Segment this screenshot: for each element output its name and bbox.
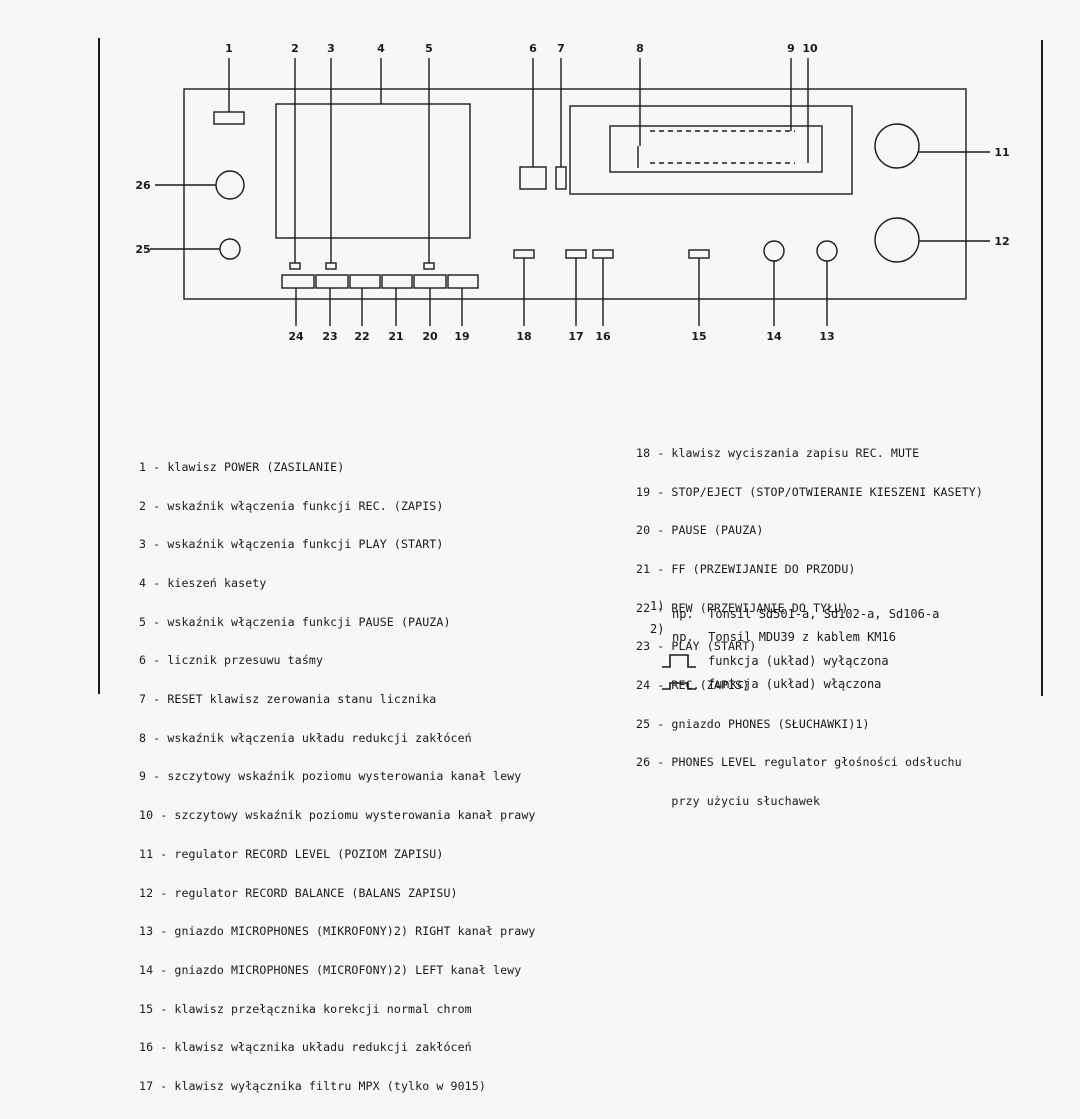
record-level-knob	[874, 123, 920, 169]
footnote-1-text: np. Tonsil Sd501-a, Sd102-a, Sd106-a	[672, 607, 940, 621]
key-on-symbol	[662, 682, 696, 690]
pause-key	[413, 274, 447, 289]
legend-item: 10 - szczytowy wskaźnik poziomu wysterow…	[139, 808, 536, 823]
legend-item: 6 - licznik przesuwu taśmy	[139, 653, 324, 668]
mpx-filter-key	[565, 249, 587, 259]
footnote-1-mark: 1)	[650, 599, 665, 613]
legend-right: 18 - klawisz wyciszania zapisu REC. MUTE…	[636, 421, 983, 834]
callout-16: 16	[595, 330, 611, 343]
callout-23: 23	[322, 330, 337, 343]
legend-item: 7 - RESET klawisz zerowania stanu liczni…	[139, 692, 437, 707]
legend-item: 9 - szczytowy wskaźnik poziomu wysterowa…	[139, 769, 522, 784]
rec-key	[281, 274, 315, 289]
legend-item: 21 - FF (PRZEWIJANIE DO PRZODU)	[636, 561, 856, 576]
phones-socket	[219, 238, 241, 260]
legend-item: 13 - gniazdo MICROPHONES (MIKROFONY)2) R…	[139, 924, 536, 939]
legend-item: 25 - gniazdo PHONES (SŁUCHAWKI)1)	[636, 716, 870, 731]
legend-item: 2 - wskaźnik włączenia funkcji REC. (ZAP…	[139, 498, 444, 513]
callout-24: 24	[288, 330, 304, 343]
legend-item: 19 - STOP/EJECT (STOP/OTWIERANIE KIESZEN…	[636, 484, 983, 499]
legend-item: 14 - gniazdo MICROPHONES (MICROFONY)2) L…	[139, 962, 522, 977]
cassette-compartment	[275, 103, 471, 239]
legend-item: 15 - klawisz przełącznika korekcji norma…	[139, 1001, 472, 1016]
footnote-2-mark: 2)	[650, 622, 665, 636]
callout-25: 25	[135, 243, 150, 256]
left-margin-line	[98, 38, 100, 694]
legend-item: 22 - REW (PRZEWIJANIE DO TYŁU)	[636, 600, 849, 615]
mic-left-socket	[763, 240, 785, 262]
rew-key	[349, 274, 381, 289]
meter-window	[609, 125, 823, 173]
callout-9: 9	[787, 42, 795, 55]
callout-17: 17	[568, 330, 583, 343]
callout-6: 6	[529, 42, 537, 55]
stop-eject-key	[447, 274, 479, 289]
legend-left: 1 - klawisz POWER (ZASILANIE) 2 - wskaźn…	[139, 435, 535, 1119]
legend-item: 17 - klawisz wyłącznika filtru MPX (tylk…	[139, 1079, 486, 1094]
rec-mute-key	[513, 249, 535, 259]
callout-10: 10	[802, 42, 818, 55]
play-indicator	[325, 262, 337, 270]
mic-right-socket	[816, 240, 838, 262]
panel-outline	[183, 88, 967, 300]
callout-26: 26	[135, 179, 151, 192]
callout-3: 3	[327, 42, 335, 55]
callout-14: 14	[766, 330, 782, 343]
power-button	[213, 111, 245, 125]
callout-12: 12	[994, 235, 1009, 248]
pause-indicator	[423, 262, 435, 270]
legend-item: 1 - klawisz POWER (ZASILANIE)	[139, 459, 345, 474]
legend-item: 12 - regulator RECORD BALANCE (BALANS ZA…	[139, 885, 458, 900]
nr-key	[592, 249, 614, 259]
callout-7: 7	[557, 42, 565, 55]
rec-indicator	[289, 262, 301, 270]
legend-item: przy użyciu słuchawek	[636, 794, 821, 809]
legend-item: 5 - wskaźnik włączenia funkcji PAUSE (PA…	[139, 614, 451, 629]
legend-item: 3 - wskaźnik włączenia funkcji PLAY (STA…	[139, 537, 444, 552]
key-on-label: funkcja (układ) włączona	[708, 677, 882, 691]
callout-8: 8	[636, 42, 644, 55]
legend-item: 8 - wskaźnik włączenia układu redukcji z…	[139, 730, 472, 745]
front-panel-diagram: 1 2 3 4 5 6 7 8 9 10 11 12 13 14 15 16 1…	[135, 42, 1009, 343]
legend-item: 18 - klawisz wyciszania zapisu REC. MUTE	[636, 445, 920, 460]
play-key	[315, 274, 349, 289]
key-off-label: funkcja (układ) wyłączona	[708, 654, 889, 668]
tape-counter	[519, 166, 547, 190]
callout-21: 21	[388, 330, 403, 343]
legend-item: 11 - regulator RECORD LEVEL (POZIOM ZAPI…	[139, 846, 444, 861]
callout-2: 2	[291, 42, 299, 55]
legend-item: 23 - PLAY (START)	[636, 639, 757, 654]
callout-20: 20	[422, 330, 438, 343]
right-margin-line	[1041, 40, 1043, 696]
record-balance-knob	[874, 217, 920, 263]
legend-item: 4 - kieszeń kasety	[139, 575, 267, 590]
callout-5: 5	[425, 42, 433, 55]
callout-18: 18	[516, 330, 531, 343]
legend-item: 26 - PHONES LEVEL regulator głośności od…	[636, 755, 962, 770]
callout-4: 4	[377, 42, 385, 55]
phones-level-knob	[215, 170, 245, 200]
reset-button	[555, 166, 567, 190]
legend-item: 16 - klawisz włącznika układu redukcji z…	[139, 1040, 472, 1055]
callout-1: 1	[225, 42, 233, 55]
footnote-2-text: np. Tonsil MDU39 z kablem KM16	[672, 630, 896, 644]
meter-housing	[569, 105, 853, 195]
manual-page: 1 2 3 4 5 6 7 8 9 10 11 12 13 14 15 16 1…	[98, 38, 1043, 1092]
callout-11: 11	[994, 146, 1009, 159]
callout-22: 22	[354, 330, 369, 343]
legend-item: 20 - PAUSE (PAUZA)	[636, 523, 764, 538]
ff-key	[381, 274, 413, 289]
callout-15: 15	[691, 330, 706, 343]
callout-13: 13	[819, 330, 834, 343]
eq-key	[688, 249, 710, 259]
callout-19: 19	[454, 330, 469, 343]
key-off-symbol	[662, 654, 696, 668]
